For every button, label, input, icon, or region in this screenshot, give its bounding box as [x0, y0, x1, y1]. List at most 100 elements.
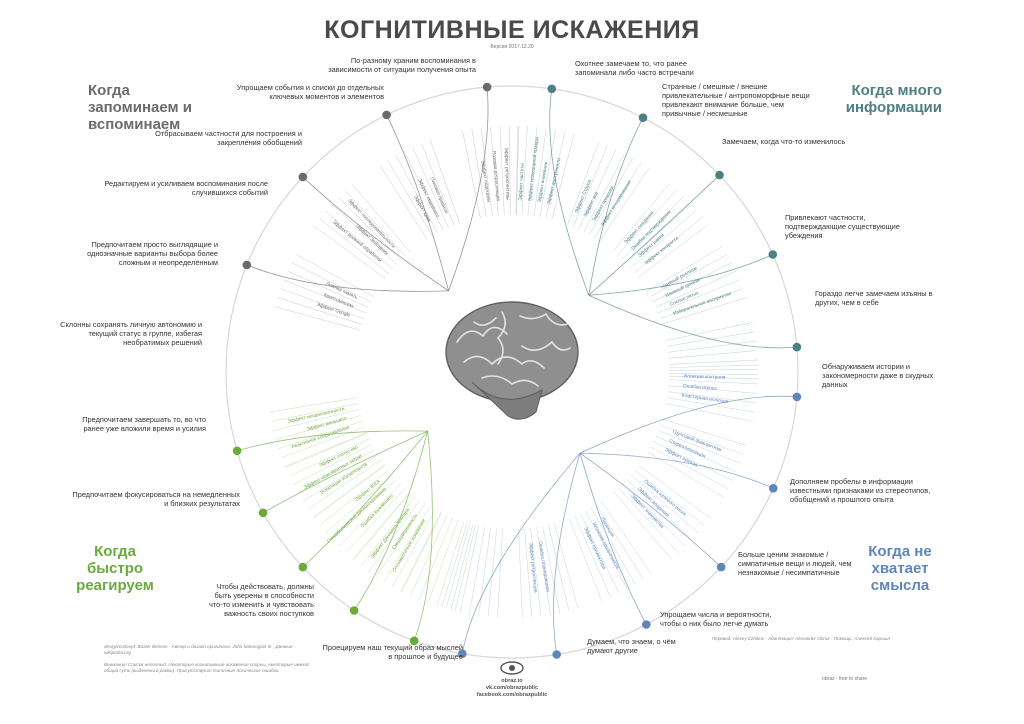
- branch-fan-memory: [291, 262, 372, 303]
- branch-fan-information: [625, 202, 691, 264]
- bias-label-meaning: Эффект ретроспекции: [527, 542, 538, 593]
- branch-fan-memory: [345, 190, 406, 257]
- branch-fan-meaning: [542, 526, 560, 614]
- branch-dot-information-1: [547, 84, 557, 94]
- branch-meaning-1: [579, 395, 797, 454]
- quadrant-title-action: Когда быстро реагируем: [76, 543, 154, 594]
- branch-fan-memory: [331, 204, 398, 265]
- branch-dot-action-5: [409, 636, 419, 646]
- branch-fan-action: [319, 469, 390, 526]
- credits-left: design/concept: Buster Benson · Автор и …: [104, 644, 294, 655]
- branch-fan-meaning: [585, 510, 628, 590]
- bias-label-information: Эффект рамки: [637, 232, 666, 259]
- branch-memory-4: [448, 87, 489, 292]
- branch-fan-action: [297, 449, 376, 494]
- branch-fan-action: [392, 509, 436, 587]
- branch-fan-meaning: [497, 528, 503, 618]
- branch-desc-meaning-4: Упрощаем числа и вероятности, чтобы о ни…: [660, 610, 772, 628]
- branch-fan-meaning: [524, 528, 532, 618]
- branch-fan-information: [521, 126, 528, 216]
- branch-meaning-2: [579, 452, 774, 489]
- branch-information-3: [588, 174, 720, 296]
- branch-fan-action: [338, 483, 402, 547]
- branch-fan-information: [589, 157, 634, 236]
- branch-memory-2: [302, 176, 449, 292]
- branch-fan-action: [331, 479, 398, 540]
- branch-dot-meaning-3: [716, 562, 726, 572]
- branch-fan-meaning: [658, 430, 741, 464]
- branch-fan-action: [368, 499, 421, 572]
- branch-fan-information: [515, 126, 519, 215]
- branch-dot-memory-2: [298, 172, 308, 182]
- branch-fan-meaning: [653, 441, 733, 481]
- branch-fan-memory: [352, 184, 411, 253]
- branch-fan-memory: [430, 139, 460, 224]
- branch-fan-information: [669, 376, 758, 380]
- branch-fan-meaning: [667, 397, 755, 413]
- branch-fan-information: [668, 341, 757, 353]
- branch-fan-meaning: [487, 528, 497, 617]
- credits-note: Внимание! Список неполный. Некоторые ког…: [104, 662, 310, 673]
- branch-desc-meaning-3: Больше ценим знакомые / симпатичные вещи…: [738, 550, 852, 577]
- branch-fan-action: [284, 432, 367, 467]
- branch-fan-information: [567, 141, 599, 225]
- branch-dot-memory-1: [242, 260, 252, 270]
- branch-dot-meaning-2: [769, 484, 778, 493]
- branch-fan-meaning: [450, 524, 474, 611]
- branch-dot-action-2: [258, 508, 268, 518]
- branch-fan-meaning: [669, 379, 758, 385]
- branch-fan-information: [652, 262, 733, 303]
- branch-fan-meaning: [580, 513, 620, 594]
- branch-information-5: [588, 294, 797, 349]
- bias-label-action: Гиперболическое дисконтирование: [326, 486, 388, 544]
- branch-fan-memory: [338, 197, 402, 261]
- branch-fan-action: [410, 515, 448, 597]
- branch-fan-meaning: [622, 483, 686, 547]
- branch-memory-1: [246, 264, 449, 292]
- branch-fan-memory: [296, 254, 374, 297]
- branch-fan-action: [289, 438, 370, 477]
- footer-fb[interactable]: facebook.com/obrazpublic: [476, 692, 548, 698]
- branch-fan-meaning: [638, 465, 711, 519]
- branch-fan-information: [661, 297, 747, 325]
- branch-desc-information-4: Привлекают частности, подтверждающие сущ…: [785, 213, 900, 240]
- branch-desc-action-2: Склонны сохранять личную автономию и тек…: [60, 320, 202, 347]
- bias-label-information: Эффект иллюзорной правды: [526, 136, 540, 202]
- quadrant-title-meaning: Когда не хватает смысла: [868, 543, 932, 594]
- branch-meaning-4: [579, 452, 647, 625]
- branch-fan-memory: [274, 306, 361, 331]
- branch-desc-information-1: Охотнее замечаем то, что ранее запоминал…: [575, 59, 694, 77]
- bias-label-memory: Эффект ретроспективы: [503, 147, 511, 201]
- branch-fan-information: [655, 270, 737, 308]
- branch-fan-action: [273, 409, 360, 431]
- branch-desc-information-2: Странные / смешные / внешне привлекатель…: [662, 82, 810, 118]
- branch-fan-memory: [499, 126, 505, 215]
- branch-fan-meaning: [590, 507, 636, 585]
- branch-fan-information: [633, 216, 704, 273]
- branch-dot-information-2: [638, 113, 648, 122]
- branch-fan-meaning: [574, 516, 611, 598]
- branch-fan-information: [666, 322, 753, 341]
- branch-action-3: [302, 430, 429, 568]
- branch-fan-meaning: [548, 524, 570, 612]
- branch-fan-action: [293, 443, 373, 485]
- branch-fan-memory: [471, 129, 487, 217]
- brain-fold: [496, 311, 506, 365]
- branch-fan-meaning: [669, 373, 758, 375]
- branch-desc-meaning-2: Дополняем пробелы в информации известным…: [790, 477, 931, 504]
- branch-fan-action: [285, 433, 368, 468]
- footer-site[interactable]: obraz.io: [501, 678, 523, 684]
- branch-fan-meaning: [554, 523, 579, 609]
- branch-dot-meaning-4: [642, 620, 651, 629]
- branch-dot-meaning-5: [552, 650, 561, 659]
- branch-fan-information: [630, 209, 697, 269]
- branch-fan-meaning: [569, 518, 602, 602]
- branch-fan-memory: [280, 288, 365, 319]
- branch-fan-memory: [404, 150, 444, 231]
- bias-label-information: Эффект частоты: [518, 162, 526, 200]
- branch-fan-meaning: [459, 525, 479, 613]
- branch-fan-meaning: [613, 491, 672, 560]
- branch-fan-information: [657, 279, 741, 314]
- quadrant-title-information: Когда много информации: [845, 82, 942, 116]
- footer-vk[interactable]: vk.com/obrazpublic: [485, 685, 539, 691]
